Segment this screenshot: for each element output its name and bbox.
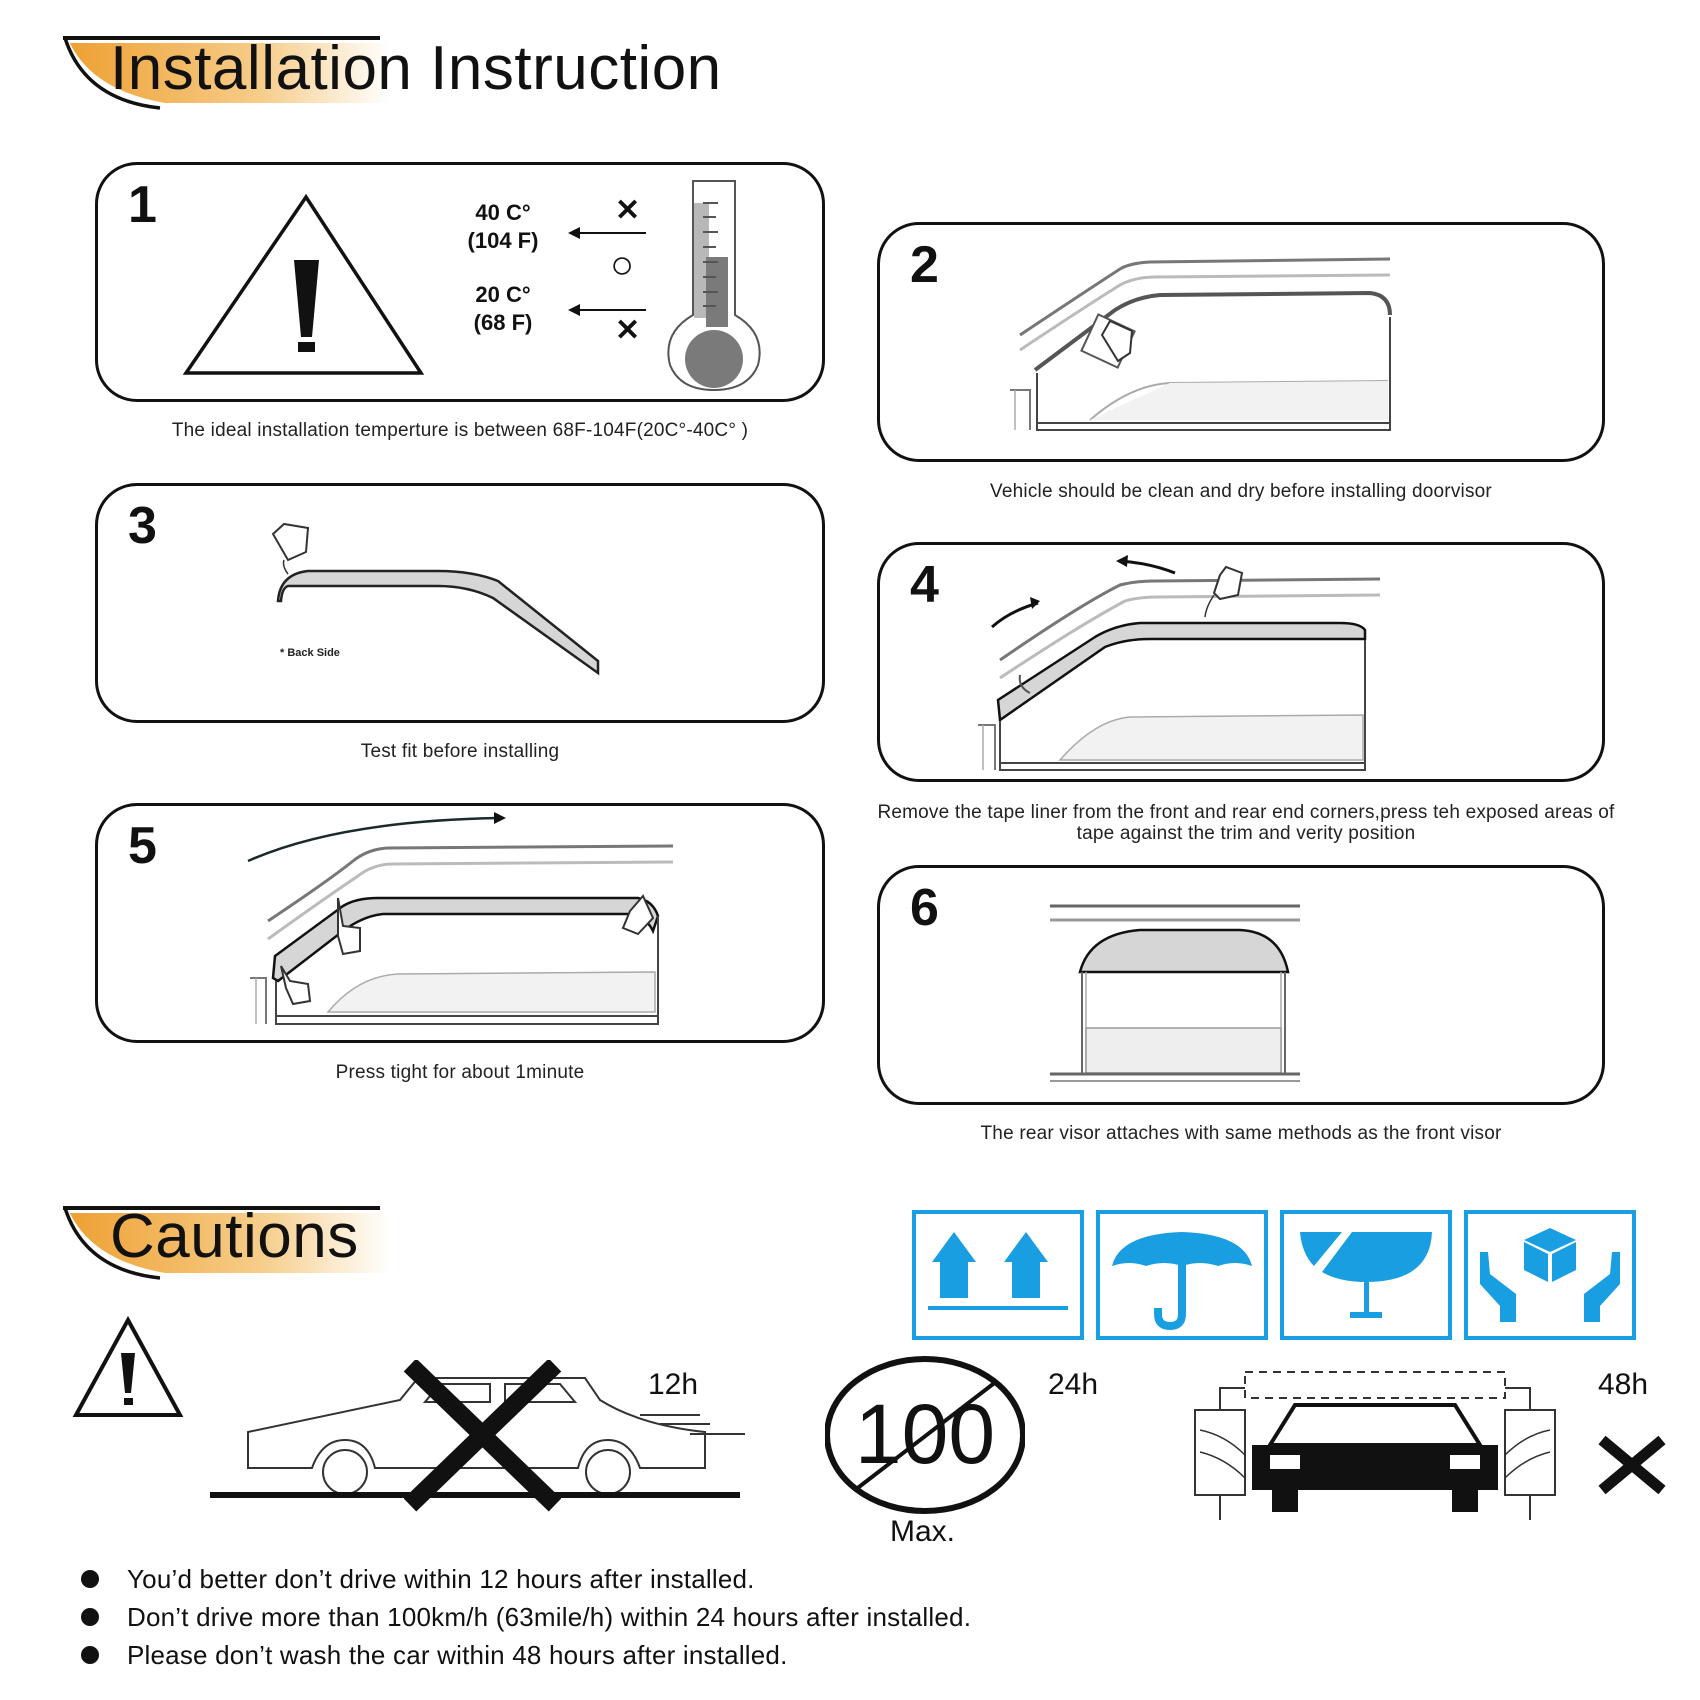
- step-6-caption: The rear visor attaches with same method…: [980, 1123, 1502, 1144]
- this-way-up-icon: [912, 1210, 1084, 1340]
- step-4-panel: 4: [877, 542, 1605, 782]
- step-5-panel: 5: [95, 803, 825, 1043]
- step-3-caption: Test fit before installing: [360, 741, 560, 762]
- step-number: 5: [128, 817, 157, 875]
- caution-warning-triangle-icon: [72, 1315, 184, 1417]
- step-5-caption: Press tight for about 1minute: [335, 1062, 585, 1083]
- back-side-note: * Back Side: [280, 647, 340, 659]
- header-swoosh-decoration: [63, 1206, 390, 1280]
- cautions-header: Cautions: [60, 1202, 560, 1285]
- handle-with-care-icon: [1464, 1210, 1636, 1340]
- step-number: 2: [910, 236, 939, 294]
- no-drive-hours-label: 12h: [648, 1368, 699, 1401]
- caution-bullet-item: Please don’t wash the car within 48 hour…: [78, 1636, 971, 1674]
- too-cold-x-icon: ✕: [615, 314, 641, 347]
- visor-test-fit-illustration: [271, 522, 600, 676]
- keep-dry-umbrella-icon: [1096, 1210, 1268, 1340]
- cautions-title: Cautions: [110, 1202, 359, 1271]
- ideal-circle-icon: ○: [610, 243, 635, 287]
- page-title: Installation Instruction: [110, 34, 722, 103]
- bullet-dot-icon: [81, 1608, 99, 1626]
- rear-visor-illustration: [1050, 904, 1300, 1082]
- no-car-wash-icon: [1194, 1371, 1556, 1520]
- no-wash-x-icon: [1598, 1435, 1666, 1495]
- step-6-panel: 6: [877, 865, 1605, 1105]
- step-number: 4: [910, 556, 939, 614]
- speed-limit-100-icon: 100: [825, 1356, 1025, 1514]
- caution-bullet-list: You’d better don’t drive within 12 hours…: [78, 1560, 971, 1674]
- step-number: 1: [128, 176, 157, 234]
- step-number: 3: [128, 497, 157, 555]
- press-visor-illustration: [247, 812, 674, 1025]
- installation-header: Installation Instruction: [60, 34, 860, 115]
- fragile-glass-icon: [1280, 1210, 1452, 1340]
- temperature-arrows: [568, 227, 646, 316]
- tape-liner-removal-illustration: [978, 555, 1381, 771]
- step-2-panel: 2: [877, 222, 1605, 462]
- lower-temp-label: 20 C° (68 F): [473, 282, 533, 335]
- no-wash-hours-label: 48h: [1598, 1368, 1649, 1401]
- caution-bullet-item: Don’t drive more than 100km/h (63mile/h)…: [78, 1598, 971, 1636]
- step-2-caption: Vehicle should be clean and dry before i…: [990, 481, 1492, 502]
- no-driving-car-icon: [210, 1360, 745, 1512]
- step-1-caption: The ideal installation temperture is bet…: [171, 420, 749, 441]
- speed-max-label: Max.: [890, 1515, 956, 1548]
- too-hot-x-icon: ✕: [615, 194, 641, 227]
- step-4-caption: Remove the tape liner from the front and…: [877, 802, 1615, 844]
- upper-temp-label: 40 C° (104 F): [467, 200, 539, 253]
- step-number: 6: [910, 879, 939, 937]
- bullet-dot-icon: [81, 1646, 99, 1664]
- bullet-dot-icon: [81, 1570, 99, 1588]
- step-3-panel: 3 * Back Side: [95, 483, 825, 723]
- warning-triangle-icon: [182, 193, 425, 375]
- door-frame-cleaning-illustration: [1010, 257, 1392, 431]
- caution-bullet-item: You’d better don’t drive within 12 hours…: [78, 1560, 971, 1598]
- thermometer-icon: [667, 180, 761, 392]
- speed-limit-hours-label: 24h: [1048, 1368, 1099, 1401]
- step-1-panel: 1 40 C° (104 F) 20 C° (68 F) ✕ ○ ✕: [95, 162, 825, 402]
- header-swoosh-decoration: [63, 36, 390, 110]
